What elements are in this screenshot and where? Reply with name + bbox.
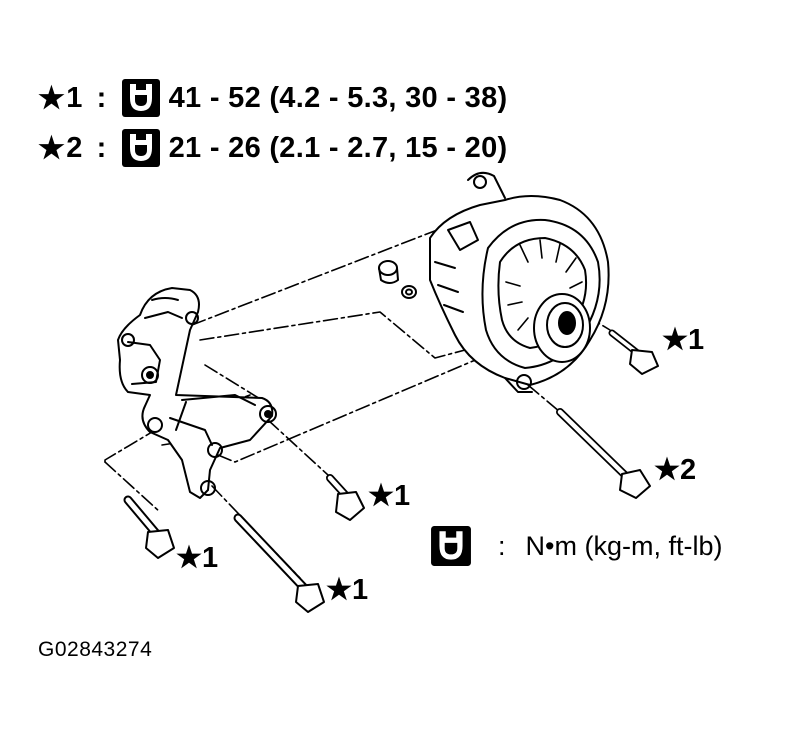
spec-number: 2 [66, 131, 83, 164]
bolt-lower-left [123, 495, 175, 559]
torque-wrench-icon [121, 129, 160, 167]
callout-bolt-middle: ★1 [368, 480, 411, 512]
legend-units: N•m (kg-m, ft-lb) [525, 530, 723, 561]
torque-spec-row-2: ★ 2 : 21 - 26 (2.1 - 2.7, 15 - 20) [38, 128, 507, 168]
callout-bolt-lower-left: ★1 [176, 542, 219, 574]
mounting-bracket [117, 287, 277, 499]
spec-value: 41 - 52 (4.2 - 5.3, 30 - 38) [168, 81, 508, 114]
callout-bolt-top-right: ★1 [662, 324, 705, 356]
legend-separator: : [498, 530, 506, 561]
units-legend: : N•m (kg-m, ft-lb) [430, 524, 722, 568]
spacer-and-washer [378, 260, 417, 299]
spec-number: 1 [66, 81, 83, 114]
torque-wrench-icon [121, 79, 160, 117]
figure-id: G02843274 [38, 638, 153, 661]
callout-bolt-long-bottom: ★1 [326, 574, 369, 606]
spec-separator: : [96, 81, 107, 114]
bolt-long-bottom [233, 513, 325, 613]
star-marker: ★ [38, 131, 66, 165]
bolt-middle [326, 474, 365, 521]
callout-bolt-lower-right: ★2 [654, 454, 697, 486]
star-marker: ★ [38, 81, 66, 115]
alternator [429, 171, 610, 393]
bolt-top-right [608, 329, 659, 375]
spec-separator: : [96, 131, 107, 164]
torque-spec-row-1: ★ 1 : 41 - 52 (4.2 - 5.3, 30 - 38) [38, 78, 507, 118]
bolt-lower-right [556, 408, 651, 499]
torque-wrench-icon [431, 526, 471, 566]
spec-value: 21 - 26 (2.1 - 2.7, 15 - 20) [168, 131, 508, 164]
